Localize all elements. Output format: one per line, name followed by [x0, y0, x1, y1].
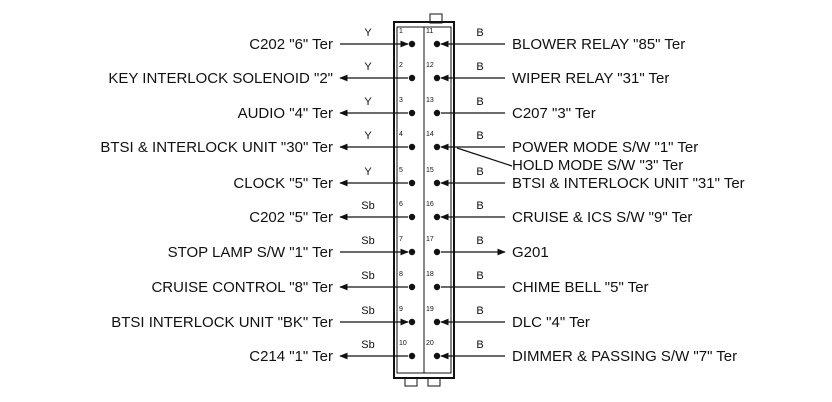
wire-color-16: B — [476, 200, 483, 212]
pin-label-18: CHIME BELL "5" Ter — [512, 279, 649, 296]
pin-number-12: 12 — [426, 62, 434, 69]
wire-color-6: Sb — [361, 200, 374, 212]
pin-label-4: BTSI & INTERLOCK UNIT "30" Ter — [100, 139, 333, 156]
pin-label-3: AUDIO "4" Ter — [238, 105, 333, 122]
connector-body — [393, 13, 455, 387]
wire-color-11: B — [476, 27, 483, 39]
pin-label-5: CLOCK "5" Ter — [233, 175, 333, 192]
pin-dot-12 — [433, 74, 441, 82]
hold-mode-label: HOLD MODE S/W "3" Ter — [512, 157, 683, 174]
hold-mode-branch: HOLD MODE S/W "3" Ter — [456, 147, 683, 174]
pin-label-13: C207 "3" Ter — [512, 105, 596, 122]
wire-color-5: Y — [364, 166, 372, 178]
wire-color-9: Sb — [361, 305, 374, 317]
pin-label-12: WIPER RELAY "31" Ter — [512, 70, 669, 87]
wire-color-18: B — [476, 270, 483, 282]
wire-color-20: B — [476, 339, 483, 351]
wire-color-19: B — [476, 305, 483, 317]
pin-label-17: G201 — [512, 244, 549, 261]
wire-color-10: Sb — [361, 339, 374, 351]
pin-number-20: 20 — [426, 340, 434, 347]
pin-dot-10 — [408, 352, 416, 360]
pin-label-2: KEY INTERLOCK SOLENOID "2" — [108, 70, 333, 87]
pin-dot-8 — [408, 283, 416, 291]
pin-label-9: BTSI INTERLOCK UNIT "BK" Ter — [111, 314, 333, 331]
pin-label-10: C214 "1" Ter — [249, 348, 333, 365]
wire-color-1: Y — [364, 27, 372, 39]
pin-dot-1 — [408, 40, 416, 48]
pin-number-6: 6 — [399, 201, 403, 208]
pin-dot-4 — [408, 143, 416, 151]
wire-color-12: B — [476, 61, 483, 73]
wire-color-13: B — [476, 96, 483, 108]
wire-color-8: Sb — [361, 270, 374, 282]
wire-color-15: B — [476, 166, 483, 178]
pin-number-15: 15 — [426, 167, 434, 174]
pin-dot-6 — [408, 213, 416, 221]
pin-number-11: 11 — [426, 28, 433, 35]
pin-dot-13 — [433, 109, 441, 117]
pin-number-19: 19 — [426, 306, 434, 313]
pin-dot-18 — [433, 283, 441, 291]
pin-dot-9 — [408, 318, 416, 326]
pin-label-15: BTSI & INTERLOCK UNIT "31" Ter — [512, 175, 745, 192]
pin-label-20: DIMMER & PASSING S/W "7" Ter — [512, 348, 737, 365]
pin-number-10: 10 — [399, 340, 407, 347]
pin-number-9: 9 — [399, 306, 403, 313]
pin-dot-20 — [433, 352, 441, 360]
pin-dot-7 — [408, 248, 416, 256]
pin-dot-17 — [433, 248, 441, 256]
wire-color-17: B — [476, 235, 483, 247]
pin-label-8: CRUISE CONTROL "8" Ter — [151, 279, 333, 296]
pin-number-3: 3 — [399, 97, 403, 104]
wire-color-3: Y — [364, 96, 372, 108]
pin-number-16: 16 — [426, 201, 434, 208]
wire-color-4: Y — [364, 130, 372, 142]
pin-number-13: 13 — [426, 97, 434, 104]
pin-dot-14 — [433, 143, 441, 151]
pin-label-7: STOP LAMP S/W "1" Ter — [168, 244, 333, 261]
pin-number-5: 5 — [399, 167, 403, 174]
pin-number-18: 18 — [426, 271, 434, 278]
pin-number-1: 1 — [399, 28, 403, 35]
pin-label-16: CRUISE & ICS S/W "9" Ter — [512, 209, 692, 226]
pin-label-1: C202 "6" Ter — [249, 36, 333, 53]
pin-number-4: 4 — [399, 131, 403, 138]
pin-dot-2 — [408, 74, 416, 82]
wire-color-7: Sb — [361, 235, 374, 247]
pin-label-14: POWER MODE S/W "1" Ter — [512, 139, 698, 156]
pin-dot-11 — [433, 40, 441, 48]
wire-color-2: Y — [364, 61, 372, 73]
pin-number-7: 7 — [399, 236, 403, 243]
pin-number-2: 2 — [399, 62, 403, 69]
pin-label-6: C202 "5" Ter — [249, 209, 333, 226]
pin-label-11: BLOWER RELAY "85" Ter — [512, 36, 685, 53]
pin-dot-19 — [433, 318, 441, 326]
wire-color-14: B — [476, 130, 483, 142]
pin-number-17: 17 — [426, 236, 434, 243]
pin-dot-5 — [408, 179, 416, 187]
pin-dot-16 — [433, 213, 441, 221]
pin-label-19: DLC "4" Ter — [512, 314, 590, 331]
pin-dot-3 — [408, 109, 416, 117]
pin-number-14: 14 — [426, 131, 434, 138]
pin-dot-15 — [433, 179, 441, 187]
pin-number-8: 8 — [399, 271, 403, 278]
